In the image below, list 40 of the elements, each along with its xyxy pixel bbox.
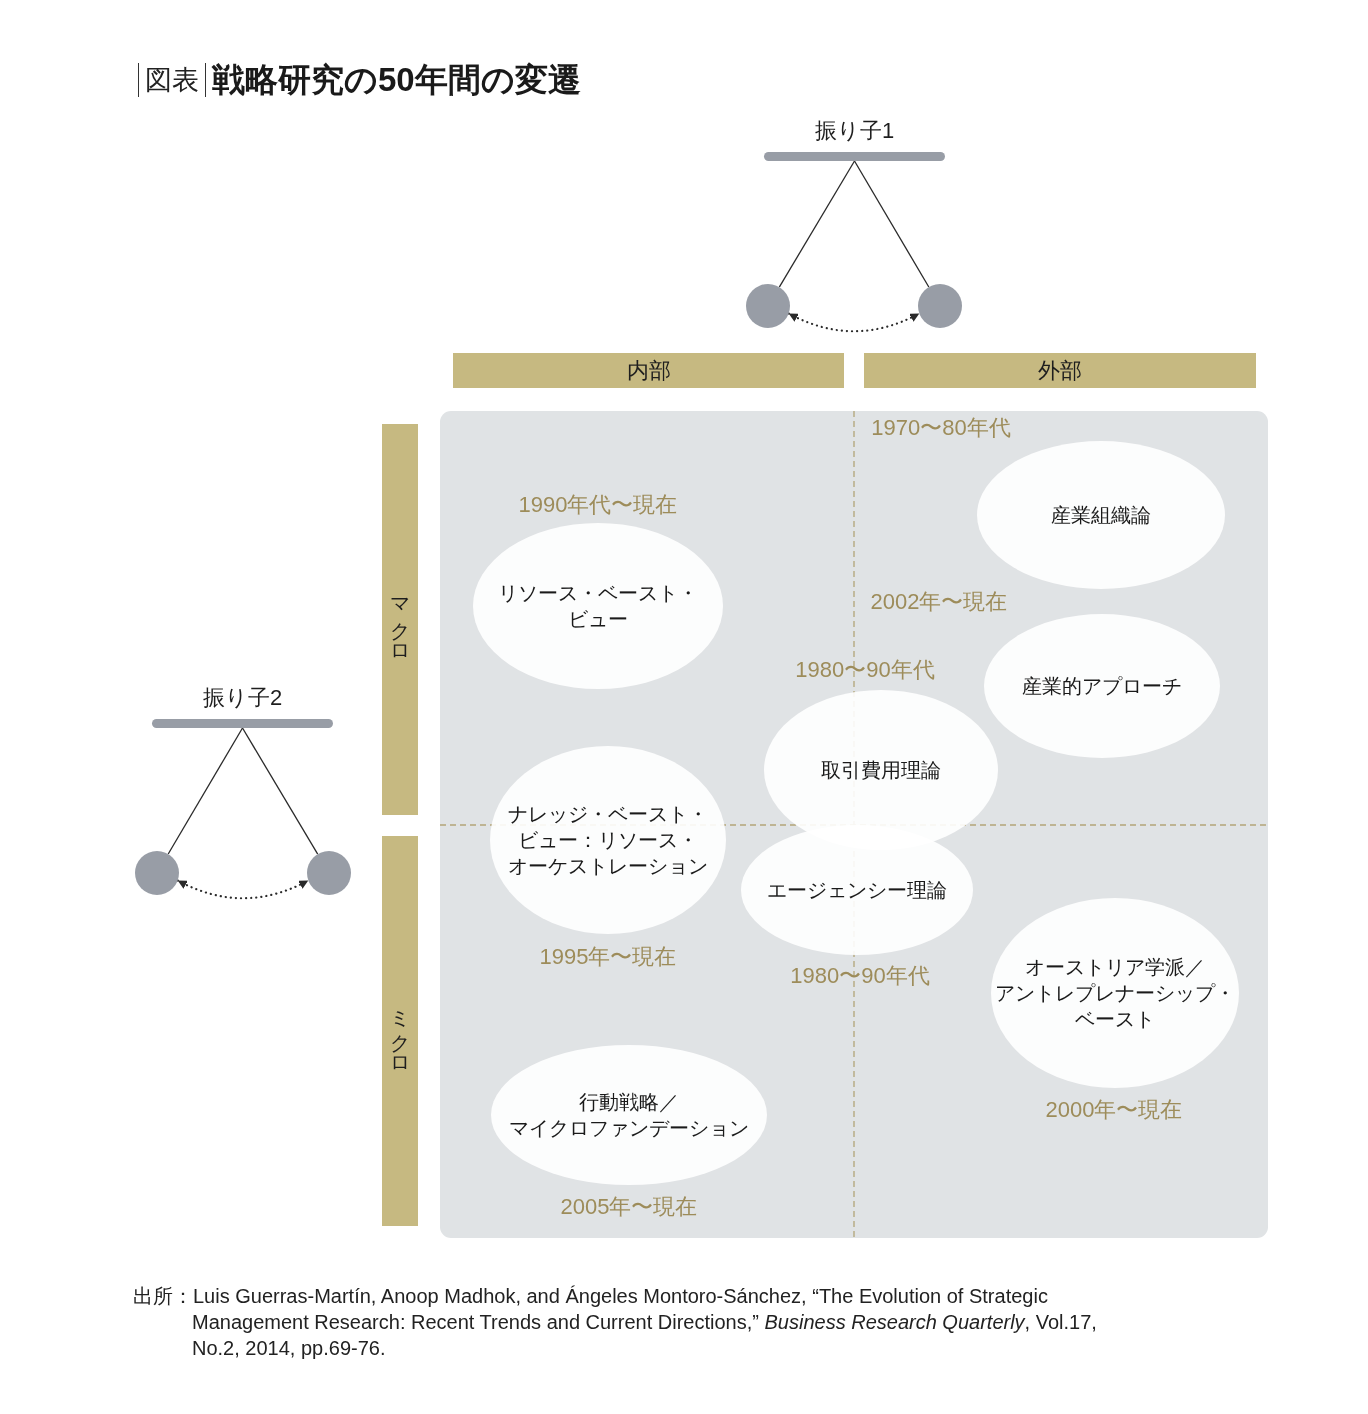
- pendulum-bob: [918, 284, 962, 328]
- matrix-panel: [440, 411, 1268, 1238]
- axis-band: [382, 424, 418, 815]
- axis-label: マクロ: [388, 585, 412, 654]
- topic-label: ナレッジ・ベースト・ビュー：リソース・オーケストレーション: [507, 802, 709, 879]
- diagram-title: 戦略研究の50年間の変遷: [212, 60, 581, 100]
- source-note: 出所：Luis Guerras-Martín, Anoop Madhok, and Ángeles Montoro-Sánchez, “The Evolution of Strategic Management Research: Recent Trends and Current Directions,” Business Research Quarterly, Vol.17, No.2, 2014, pp.69-76.: [133, 1284, 1098, 1361]
- period-label: 2000年〜現在: [1045, 1099, 1183, 1121]
- connector-line: [167, 727, 244, 855]
- double-arrow: [787, 312, 921, 333]
- period-label: 2005年〜現在: [560, 1196, 698, 1218]
- axis-band: [864, 353, 1256, 388]
- pendulum-label: 振り子2: [202, 684, 283, 712]
- connector-line: [778, 160, 856, 288]
- topic-label: エージェンシー理論: [766, 878, 948, 903]
- pendulum-bob: [135, 851, 179, 895]
- period-label: 1990年代〜現在: [518, 494, 678, 516]
- topic-label: 行動戦略／マイクロファンデーション: [508, 1090, 750, 1141]
- pendulum-bob: [307, 851, 351, 895]
- topic-label: オーストリア学派／アントレプレナーシップ・ベースト: [994, 955, 1236, 1032]
- period-label: 1970〜80年代: [871, 417, 1011, 439]
- connector-line: [853, 160, 930, 288]
- axis-label: 内部: [626, 357, 671, 384]
- topic-label: 取引費用理論: [820, 758, 942, 783]
- axis-band: [453, 353, 844, 388]
- axis-label: ミクロ: [388, 996, 412, 1066]
- period-label: 1980〜90年代: [790, 965, 930, 987]
- axis-label: 外部: [1038, 357, 1082, 384]
- topic-label: リソース・ベースト・ビュー: [497, 581, 699, 632]
- topic-label: 産業的アプローチ: [1021, 674, 1183, 699]
- figure-tag: 図表: [138, 63, 206, 97]
- pendulum-label: 振り子1: [814, 117, 895, 145]
- period-label: 1995年〜現在: [539, 946, 677, 968]
- period-label: 2002年〜現在: [870, 591, 1008, 613]
- connector-line: [241, 727, 319, 855]
- topic-label: 産業組織論: [1050, 503, 1152, 528]
- period-label: 1980〜90年代: [795, 659, 935, 681]
- axis-band: [382, 836, 418, 1226]
- pendulum-bob: [746, 284, 790, 328]
- double-arrow: [176, 879, 310, 900]
